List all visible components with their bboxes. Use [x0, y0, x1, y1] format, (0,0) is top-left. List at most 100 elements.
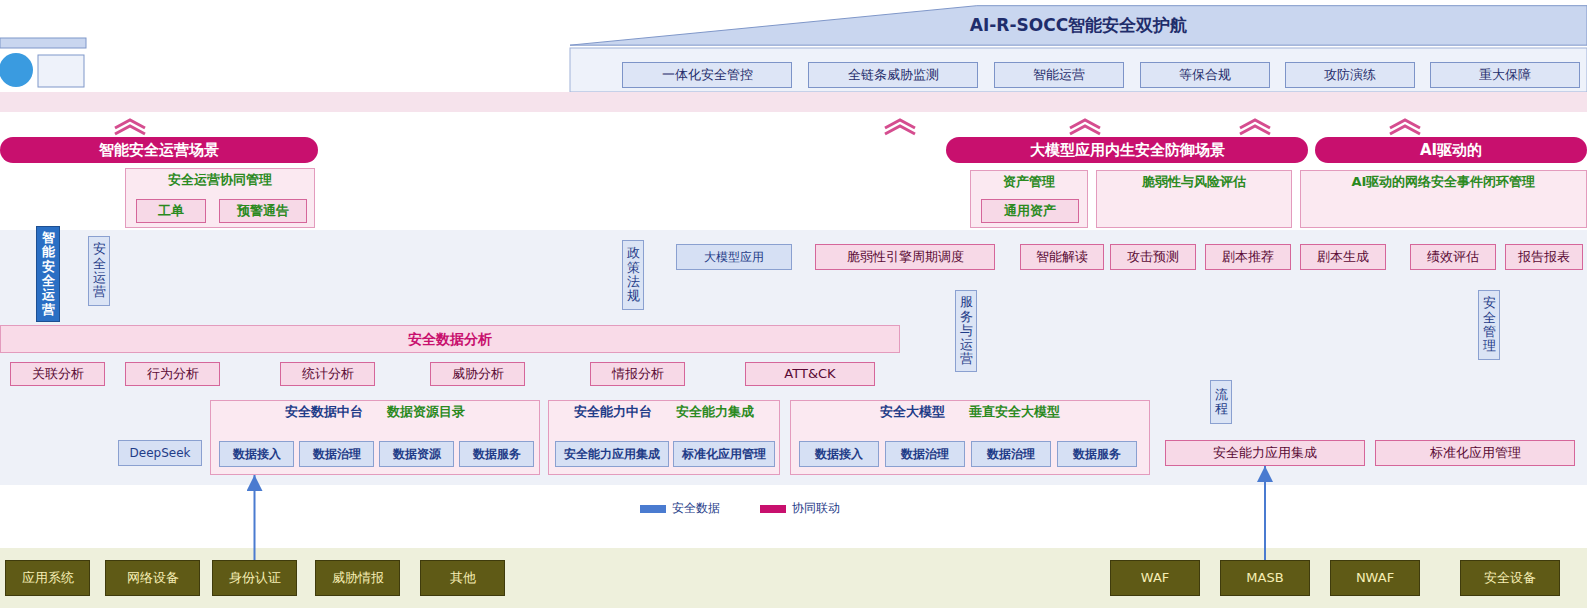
node-text: 等保合规	[1179, 67, 1231, 83]
node-text: 应用系统	[22, 570, 74, 586]
node-text: 数据治理	[987, 447, 1035, 461]
function-box: 剧本推荐	[1205, 244, 1291, 270]
node-text: 预警通告	[237, 203, 289, 219]
function-box: 标准化应用管理	[1375, 440, 1575, 466]
node-text: 重大保障	[1479, 67, 1531, 83]
function-box: 情报分析	[590, 362, 685, 386]
node-text: 安全管理	[1483, 296, 1496, 353]
group-panel: 安全大模型垂直安全大模型数据接入数据治理数据治理数据服务	[790, 400, 1150, 475]
function-box: 行为分析	[125, 362, 220, 386]
node-text: 数据接入	[815, 447, 863, 461]
function-box: 统计分析	[280, 362, 375, 386]
source-box: 威胁情报	[315, 560, 400, 596]
vertical-label: 流程	[1210, 380, 1232, 424]
data-flow-arrow	[1264, 466, 1266, 560]
node-text: 安全大模型	[880, 404, 945, 420]
node-text: 攻防演练	[1324, 67, 1376, 83]
node-text: 安全运营	[93, 242, 106, 299]
node-text: 行为分析	[147, 366, 199, 382]
node-text: 智能安全运营场景	[99, 141, 219, 159]
node-text: 大模型应用内生安全防御场景	[1030, 141, 1225, 159]
node-text: AI驱动的	[1420, 141, 1482, 159]
node-text: 剧本生成	[1317, 249, 1369, 265]
function-box: 威胁分析	[430, 362, 525, 386]
node-text: 大模型应用	[704, 250, 764, 264]
goal-box: 重大保障	[1430, 62, 1580, 88]
vertical-label: 安全运营	[88, 236, 110, 306]
source-box: MASB	[1220, 560, 1310, 596]
node-text: 威胁分析	[452, 366, 504, 382]
roof-strip	[0, 38, 86, 48]
legend-item: 安全数据	[640, 500, 720, 517]
node-text: 安全能力集成	[676, 404, 754, 420]
function-box: 脆弱性引擎周期调度	[815, 244, 995, 270]
node-text: 剧本推荐	[1222, 249, 1274, 265]
group-panel: 安全数据中台数据资源目录数据接入数据治理数据资源数据服务	[210, 400, 540, 475]
node-text: 攻击预测	[1127, 249, 1179, 265]
node-text: 安全能力应用集成	[1213, 445, 1317, 461]
section-band: 安全数据分析	[0, 325, 900, 353]
source-box: 安全设备	[1460, 560, 1560, 596]
node-text: 通用资产	[1004, 203, 1056, 219]
node-text: AI-R-SOCC智能安全双护航	[970, 15, 1187, 35]
module-box: 数据接入	[219, 441, 294, 467]
legend-item: 协同联动	[760, 500, 840, 517]
legend-text: 安全数据	[672, 500, 720, 517]
node-text: 数据接入	[233, 447, 281, 461]
function-box: 安全能力应用集成	[1165, 440, 1365, 466]
source-ground	[0, 548, 1587, 608]
node-text: 网络设备	[127, 570, 179, 586]
source-box: 身份认证	[212, 560, 297, 596]
module-box: 数据服务	[459, 441, 534, 467]
function-box: 智能解读	[1020, 244, 1104, 270]
source-box: 其他	[420, 560, 505, 596]
platform-ground	[0, 230, 1587, 485]
node-text: 智能解读	[1036, 249, 1088, 265]
goal-box: 全链条威胁监测	[808, 62, 978, 88]
vertical-label: 安全管理	[1478, 290, 1500, 360]
node-text: 其他	[450, 570, 476, 586]
node-text: 安全能力中台	[574, 404, 652, 420]
function-box: ATT&CK	[745, 362, 875, 386]
function-box: 关联分析	[10, 362, 105, 386]
module-box: 数据服务	[1057, 441, 1137, 467]
node-text: 数据资源目录	[387, 404, 465, 420]
node-text: 数据服务	[1073, 447, 1121, 461]
module-box: 大模型应用	[676, 244, 792, 270]
node-text: 安全运营协同管理	[168, 172, 272, 188]
module-box: 数据治理	[885, 441, 965, 467]
module-box: 安全能力应用集成	[555, 441, 669, 467]
source-box: WAF	[1110, 560, 1200, 596]
vertical-label: 服务与运营	[955, 290, 977, 372]
scene-band: 大模型应用内生安全防御场景	[946, 137, 1308, 163]
node-text: 工单	[158, 203, 184, 219]
vertical-label: 智能安全运营	[36, 226, 60, 322]
node-text: 脆弱性引擎周期调度	[847, 249, 964, 265]
chevrons	[115, 120, 1420, 134]
goal-panel	[570, 48, 1587, 92]
group-panel: 安全能力中台安全能力集成安全能力应用集成标准化应用管理	[548, 400, 780, 475]
node-text: 安全数据分析	[408, 331, 492, 348]
node-text: 威胁情报	[332, 570, 384, 586]
function-box: 通用资产	[981, 199, 1079, 223]
node-text: 数据服务	[473, 447, 521, 461]
node-text: 一体化安全管控	[662, 67, 753, 83]
node-text: WAF	[1141, 570, 1170, 586]
node-text: 安全数据中台	[285, 404, 363, 420]
function-box: 剧本生成	[1300, 244, 1386, 270]
node-text: ATT&CK	[784, 366, 835, 382]
node-text: 资产管理	[1003, 174, 1055, 190]
module-box: 数据治理	[299, 441, 374, 467]
node-text: 智能运营	[1033, 67, 1085, 83]
goal-box: 智能运营	[994, 62, 1124, 88]
module-box: 数据接入	[799, 441, 879, 467]
node-text: 服务与运营	[960, 295, 973, 366]
module-box: 数据治理	[971, 441, 1051, 467]
roof-outline	[570, 6, 1587, 45]
node-text: 数据治理	[901, 447, 949, 461]
source-box: 应用系统	[5, 560, 90, 596]
node-text: 统计分析	[302, 366, 354, 382]
